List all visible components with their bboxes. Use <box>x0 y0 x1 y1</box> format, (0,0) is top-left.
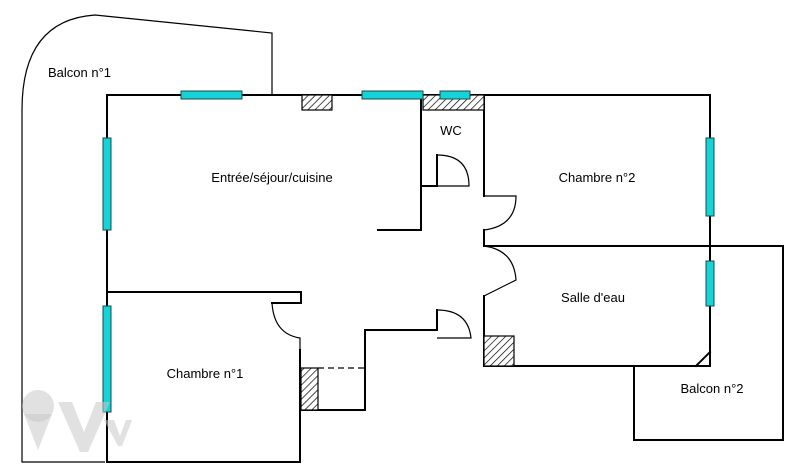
interior-walls <box>106 94 712 411</box>
hatched-shafts <box>300 94 515 411</box>
room-label-balcon-1: Balcon n°1 <box>48 65 111 80</box>
room-label-chambre-1: Chambre n°1 <box>167 366 244 381</box>
room-label-salle-eau: Salle d'eau <box>561 290 625 305</box>
room-label-balcon-2: Balcon n°2 <box>680 381 743 396</box>
watermark-logo <box>22 390 132 452</box>
room-label-entree-sejour-cuisine: Entrée/séjour/cuisine <box>211 170 332 185</box>
room-label-chambre-2: Chambre n°2 <box>559 170 636 185</box>
room-label-wc: WC <box>440 123 462 138</box>
door-swings <box>271 154 517 350</box>
balcony-1-outline <box>21 14 273 463</box>
windows <box>102 90 715 413</box>
exterior-walls <box>106 94 784 463</box>
